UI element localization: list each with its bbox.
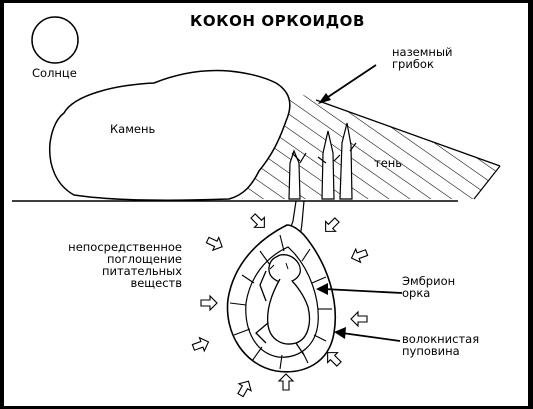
rock-label: Камень: [110, 122, 156, 136]
cord-pointer: [341, 332, 401, 342]
shadow-label: тень: [374, 156, 403, 170]
nutrient-arrow-icon: [200, 294, 218, 312]
embryo-pointer: [323, 288, 403, 294]
fungus-label: наземный грибок: [392, 46, 453, 70]
nutrient-arrow-icon: [350, 310, 368, 328]
diagram-canvas: КОКОН ОРКОИДОВ Солнце Камень наземный гр…: [4, 3, 528, 406]
rock-shape: [48, 69, 291, 201]
embryo-label-line: Эмбрион: [402, 274, 456, 288]
absorption-label-line: питательных: [101, 264, 182, 278]
embryo-label-line: орка: [402, 286, 431, 300]
nutrient-arrow-icon: [191, 336, 210, 353]
sun-label: Солнце: [32, 66, 77, 80]
cocoon-segments: [229, 234, 332, 370]
absorption-label-line: поглощение: [107, 252, 182, 266]
nutrient-arrow-icon: [250, 213, 265, 228]
diagram-drawing: [12, 16, 501, 398]
absorption-label-line: веществ: [130, 276, 182, 290]
fungus-pointer: [321, 64, 377, 102]
embryo-pointer-head: [316, 283, 328, 295]
cord-label: волокнистая пуповина: [402, 333, 479, 357]
fungus-pointer-head: [318, 93, 331, 104]
nutrient-arrow-icon: [205, 236, 223, 252]
nutrient-arrow-icon: [237, 380, 252, 398]
fungus-growths: [288, 122, 357, 200]
cord-label-line: пуповина: [402, 344, 460, 358]
embryo-label: Эмбрион орка: [402, 275, 455, 299]
nutrient-arrow-icon: [350, 247, 369, 264]
diagram-title: КОКОН ОРКОИДОВ: [190, 12, 366, 30]
fungus-label-line: грибок: [392, 57, 434, 71]
cord-pointer-head: [334, 327, 346, 339]
nutrient-arrow-icon: [325, 217, 340, 232]
nutrient-arrow-icon: [327, 352, 342, 367]
shadow-edge-lower: [473, 165, 501, 200]
nutrient-arrow-icon: [277, 373, 295, 391]
sun-icon: [31, 16, 79, 64]
fungus-label-line: наземный: [392, 45, 453, 59]
absorption-label: непосредственное поглощение питательных …: [68, 241, 182, 289]
nutrient-arrows: [191, 213, 369, 398]
cord-label-line: волокнистая: [402, 332, 480, 346]
shadow-area: [242, 83, 500, 199]
absorption-label-line: непосредственное: [68, 240, 182, 254]
shadow-edge: [315, 99, 501, 167]
embryo-figure: [255, 254, 311, 356]
